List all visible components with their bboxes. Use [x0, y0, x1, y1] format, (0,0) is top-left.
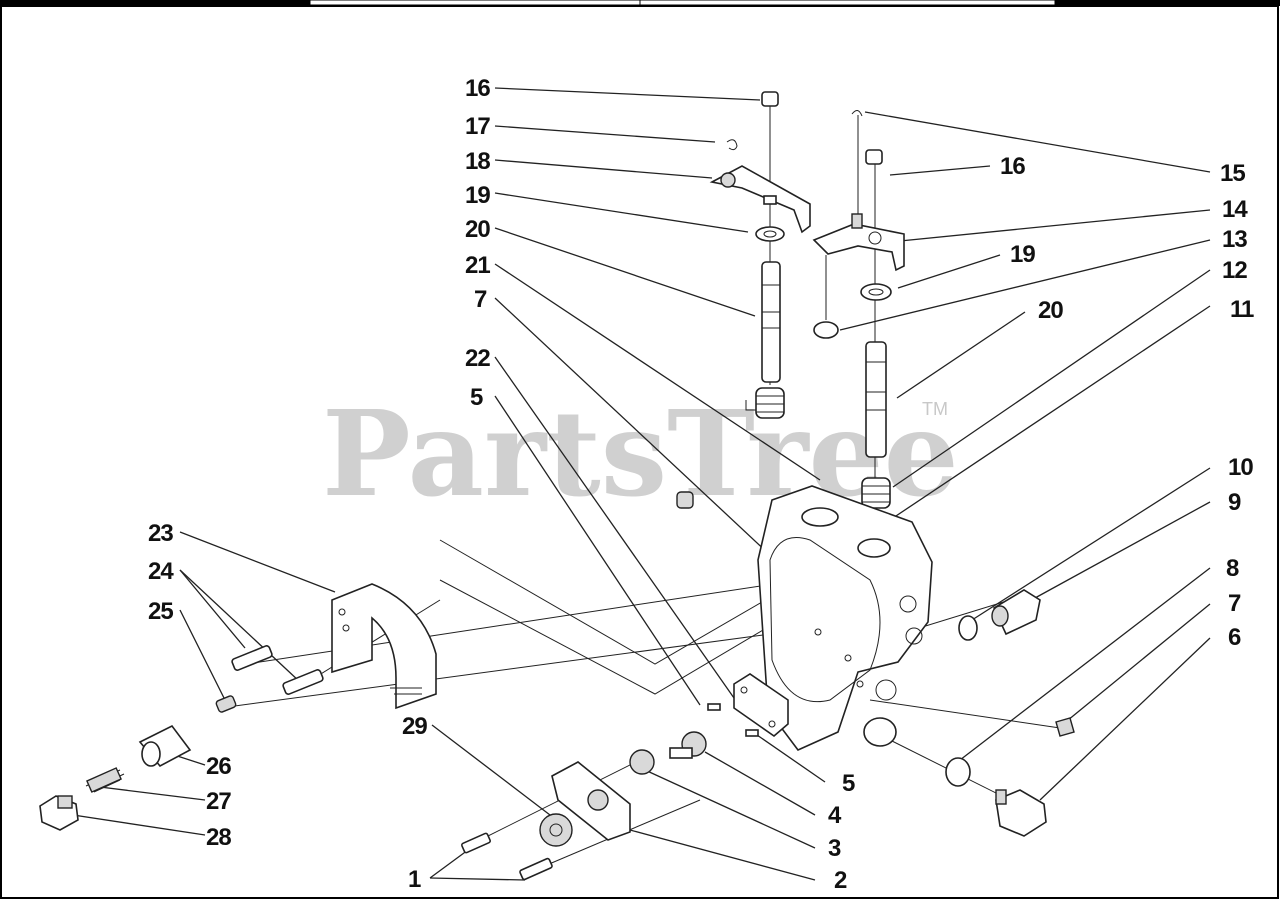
part-gear-3 — [629, 731, 707, 775]
part-bolts-24 — [231, 645, 324, 695]
part-screws-1 — [461, 832, 553, 881]
part-plug-28 — [39, 795, 79, 831]
callout-4: 4 — [828, 802, 842, 829]
callout-19-left: 19 — [465, 182, 490, 209]
callout-19-right: 19 — [1010, 241, 1035, 268]
callout-28: 28 — [206, 824, 231, 851]
callout-7-left: 7 — [474, 286, 487, 313]
part-plug-7a — [676, 491, 694, 509]
callout-8: 8 — [1226, 555, 1239, 582]
part-spring-27 — [85, 767, 125, 793]
part-bracket-23 — [331, 583, 437, 710]
callout-2: 2 — [834, 867, 847, 894]
callout-25: 25 — [148, 598, 173, 625]
part-plug-7b — [1055, 717, 1075, 737]
callout-9: 9 — [1228, 489, 1241, 516]
part-bolt-16a — [761, 91, 779, 122]
callout-10: 10 — [1228, 454, 1253, 481]
part-washer-13 — [813, 321, 839, 339]
part-lever-18 — [709, 165, 811, 234]
callout-11: 11 — [1230, 296, 1254, 323]
callout-20-left: 20 — [465, 216, 490, 243]
part-housing — [757, 485, 933, 751]
callout-27: 27 — [206, 788, 231, 815]
callout-6: 6 — [1228, 624, 1241, 651]
part-sleeve-26 — [138, 724, 192, 768]
part-spring-12 — [861, 477, 891, 509]
callout-26: 26 — [206, 753, 231, 780]
part-spring-21 — [745, 387, 785, 419]
callout-24: 24 — [148, 558, 174, 585]
part-gasket-10 — [958, 615, 978, 641]
callout-29: 29 — [402, 713, 427, 740]
part-oring-8 — [945, 757, 971, 787]
part-pump-cover-2 — [551, 761, 631, 841]
callout-14: 14 — [1222, 196, 1248, 223]
callout-15: 15 — [1220, 160, 1245, 187]
callout-16-right: 16 — [1000, 153, 1025, 180]
part-clip-17 — [726, 139, 738, 151]
part-fitting-9 — [991, 589, 1041, 636]
callout-labels: 16 17 18 19 20 21 7 22 5 23 24 25 26 27 … — [148, 75, 1255, 894]
part-shaft-20b — [865, 341, 887, 458]
part-pin-5 — [707, 703, 759, 737]
part-gear-29 — [539, 813, 573, 847]
svg-text:TM: TM — [922, 399, 948, 419]
part-shaft-20a — [761, 261, 781, 383]
callout-5-right: 5 — [842, 770, 855, 797]
part-plug-6 — [995, 789, 1047, 837]
part-washer-19b — [860, 283, 892, 301]
callout-3: 3 — [828, 835, 841, 862]
part-bolt-16b — [865, 149, 883, 180]
part-lever-14 — [812, 213, 905, 272]
part-washer-19a — [755, 226, 785, 242]
part-nipple-25 — [215, 695, 237, 713]
callout-18: 18 — [465, 148, 490, 175]
callout-21: 21 — [465, 252, 490, 279]
callout-1: 1 — [408, 866, 421, 893]
callout-13: 13 — [1222, 226, 1247, 253]
part-cover-plate-4 — [733, 673, 789, 738]
callout-22: 22 — [465, 345, 490, 372]
callout-23: 23 — [148, 520, 173, 547]
callout-5-left: 5 — [470, 384, 483, 411]
callout-12: 12 — [1222, 257, 1247, 284]
callout-16-top: 16 — [465, 75, 490, 102]
part-clip-15 — [851, 110, 863, 117]
callout-7-right: 7 — [1228, 590, 1241, 617]
callout-20-right: 20 — [1038, 297, 1063, 324]
callout-17: 17 — [465, 113, 490, 140]
